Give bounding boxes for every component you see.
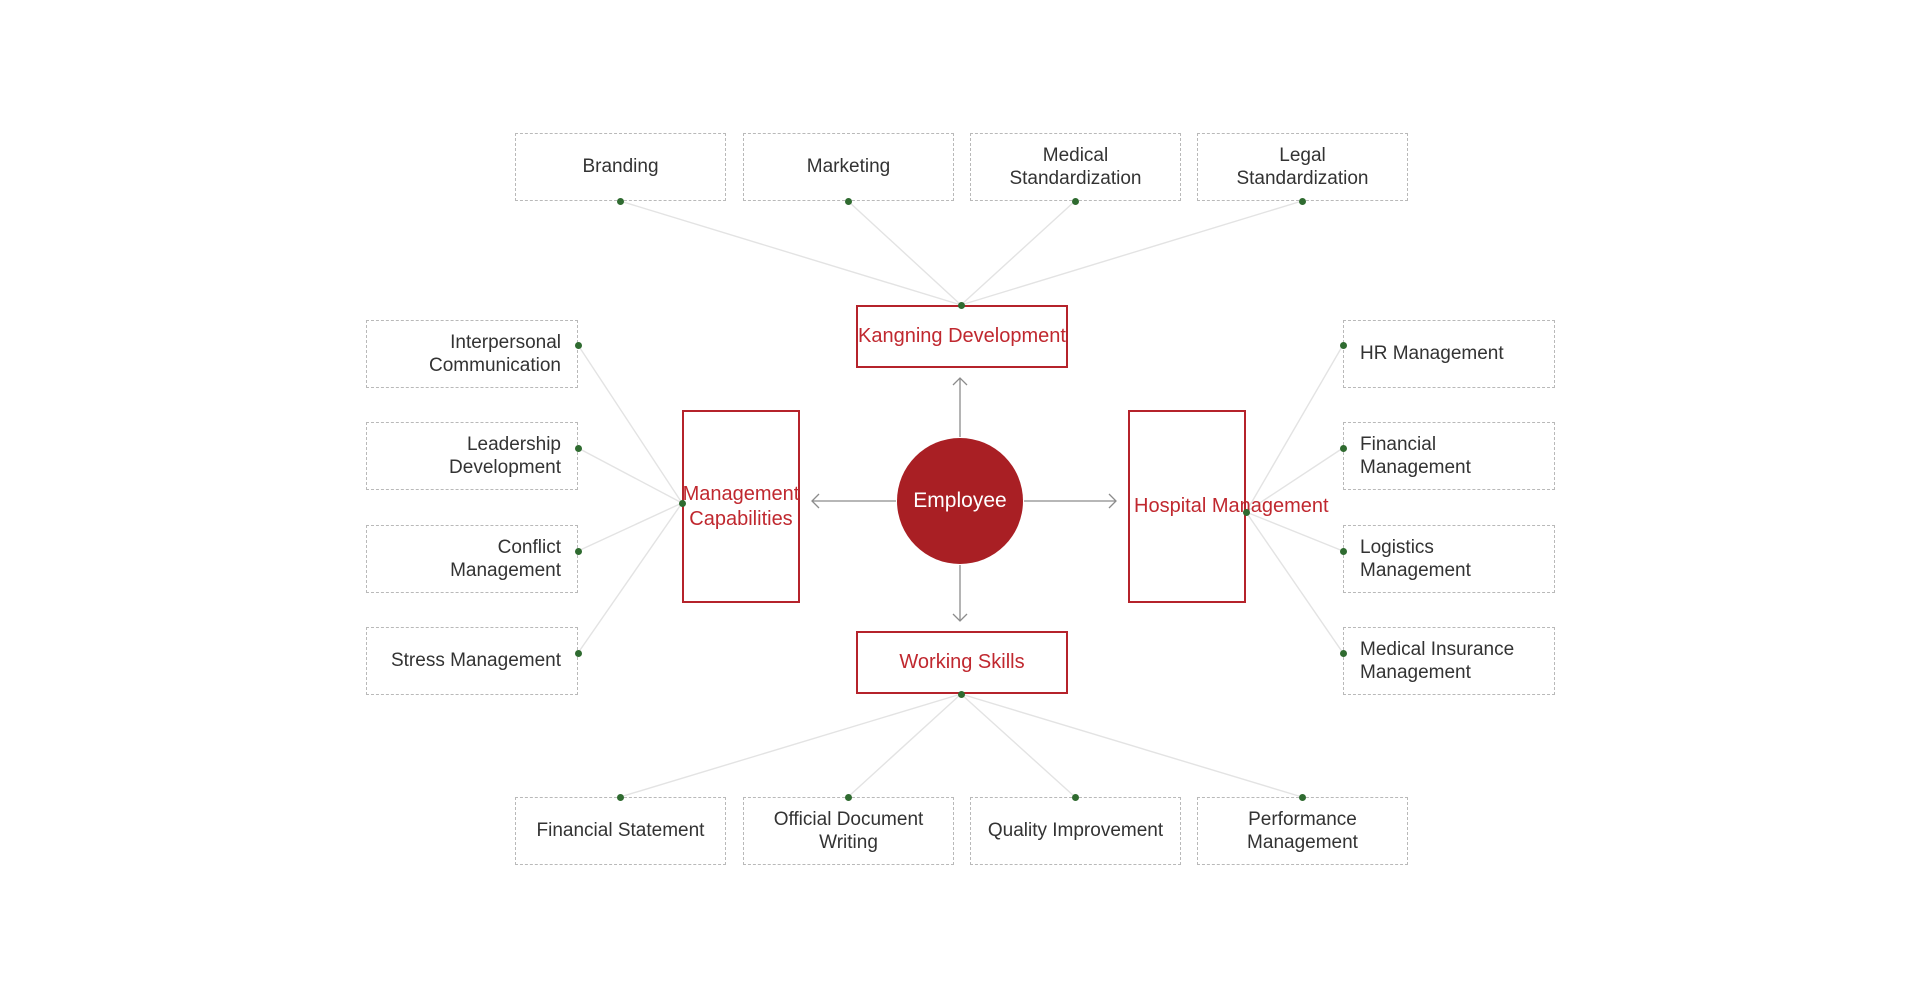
connector-dot <box>1298 197 1306 205</box>
category-anchor-dot <box>957 690 965 698</box>
leaf-node-official-document-writing[interactable]: Official Document Writing <box>743 797 954 865</box>
leaf-label: Performance Management <box>1247 808 1358 853</box>
category-node-hospital-management[interactable]: Hospital Management <box>1128 410 1329 603</box>
leaf-label: Stress Management <box>390 650 561 672</box>
connector-line <box>619 200 962 306</box>
category-label: Kangning Development <box>858 325 1066 348</box>
connector-dot <box>574 547 582 555</box>
leaf-label: Logistics Management <box>1360 536 1471 581</box>
leaf-label: Conflict Management <box>450 536 561 581</box>
connector-dot <box>1071 197 1079 205</box>
connector-dot <box>1298 793 1306 801</box>
connector-line <box>960 693 1303 798</box>
leaf-node-medical-standardization[interactable]: Medical Standardization <box>970 133 1181 201</box>
connector-line <box>577 502 683 552</box>
connector-line <box>847 200 962 306</box>
leaf-label: Medical Insurance Management <box>1360 638 1515 683</box>
leaf-node-legal-standardization[interactable]: Legal Standardization <box>1197 133 1408 201</box>
arrow-head <box>952 377 968 386</box>
connector-line <box>847 693 962 798</box>
arrow-down <box>952 565 968 622</box>
leaf-node-interpersonal-communication[interactable]: Interpersonal Communication <box>366 320 578 388</box>
leaf-node-leadership-development[interactable]: Leadership Development <box>366 422 578 490</box>
leaf-label: Interpersonal Communication <box>429 331 561 376</box>
connector-dot <box>844 197 852 205</box>
connector-line <box>960 200 1303 306</box>
connector-dot <box>574 444 582 452</box>
connector-line <box>1245 511 1344 654</box>
hub-node-employee[interactable]: Employee <box>897 438 1023 564</box>
connector-dot <box>1339 341 1347 349</box>
leaf-label: Leadership Development <box>449 433 561 478</box>
connector-line <box>577 502 683 654</box>
leaf-label: Legal Standardization <box>1236 144 1369 189</box>
category-node-kangning-development[interactable]: Kangning Development <box>856 305 1068 368</box>
connector-line <box>960 693 1076 798</box>
leaf-label: Marketing <box>806 156 891 178</box>
connector-line <box>1245 344 1344 513</box>
leaf-node-stress-management[interactable]: Stress Management <box>366 627 578 695</box>
leaf-node-branding[interactable]: Branding <box>515 133 726 201</box>
connector-dot <box>574 649 582 657</box>
leaf-label: Branding <box>582 156 659 178</box>
connector-dot <box>1339 649 1347 657</box>
category-node-management-capabilities[interactable]: Management Capabilities <box>682 410 800 603</box>
connector-dot <box>1071 793 1079 801</box>
leaf-label: HR Management <box>1360 343 1504 365</box>
leaf-label: Financial Statement <box>536 820 705 842</box>
connector-dot <box>1339 547 1347 555</box>
connector-dot <box>844 793 852 801</box>
category-node-working-skills[interactable]: Working Skills <box>856 631 1068 694</box>
leaf-node-financial-statement[interactable]: Financial Statement <box>515 797 726 865</box>
leaf-label: Official Document Writing <box>773 808 924 853</box>
leaf-node-logistics-management[interactable]: Logistics Management <box>1343 525 1555 593</box>
connector-line <box>619 693 962 798</box>
arrow-head <box>952 613 968 622</box>
category-anchor-dot <box>678 499 686 507</box>
leaf-label: Quality Improvement <box>987 820 1164 842</box>
leaf-node-medical-insurance-management[interactable]: Medical Insurance Management <box>1343 627 1555 695</box>
connector-line <box>960 200 1076 306</box>
arrow-right <box>1024 493 1117 509</box>
connector-dot <box>616 197 624 205</box>
arrow-head <box>811 493 820 509</box>
leaf-node-financial-management[interactable]: Financial Management <box>1343 422 1555 490</box>
connector-line <box>577 344 683 504</box>
leaf-node-marketing[interactable]: Marketing <box>743 133 954 201</box>
leaf-node-performance-management[interactable]: Performance Management <box>1197 797 1408 865</box>
category-label: Management Capabilities <box>682 483 800 530</box>
leaf-node-hr-management[interactable]: HR Management <box>1343 320 1555 388</box>
leaf-label: Financial Management <box>1360 433 1471 478</box>
connector-dot <box>574 341 582 349</box>
arrow-head <box>1108 493 1117 509</box>
category-label: Working Skills <box>899 651 1025 674</box>
arrow-up <box>952 377 968 437</box>
arrow-left <box>811 493 896 509</box>
connector-dot <box>616 793 624 801</box>
category-label: Hospital Management <box>1134 495 1329 518</box>
leaf-node-conflict-management[interactable]: Conflict Management <box>366 525 578 593</box>
connector-dot <box>1339 444 1347 452</box>
hub-label: Employee <box>913 489 1007 512</box>
leaf-label: Medical Standardization <box>1009 144 1142 189</box>
category-anchor-dot <box>957 301 965 309</box>
category-anchor-dot <box>1242 508 1250 516</box>
leaf-node-quality-improvement[interactable]: Quality Improvement <box>970 797 1181 865</box>
connector-line <box>577 447 683 504</box>
